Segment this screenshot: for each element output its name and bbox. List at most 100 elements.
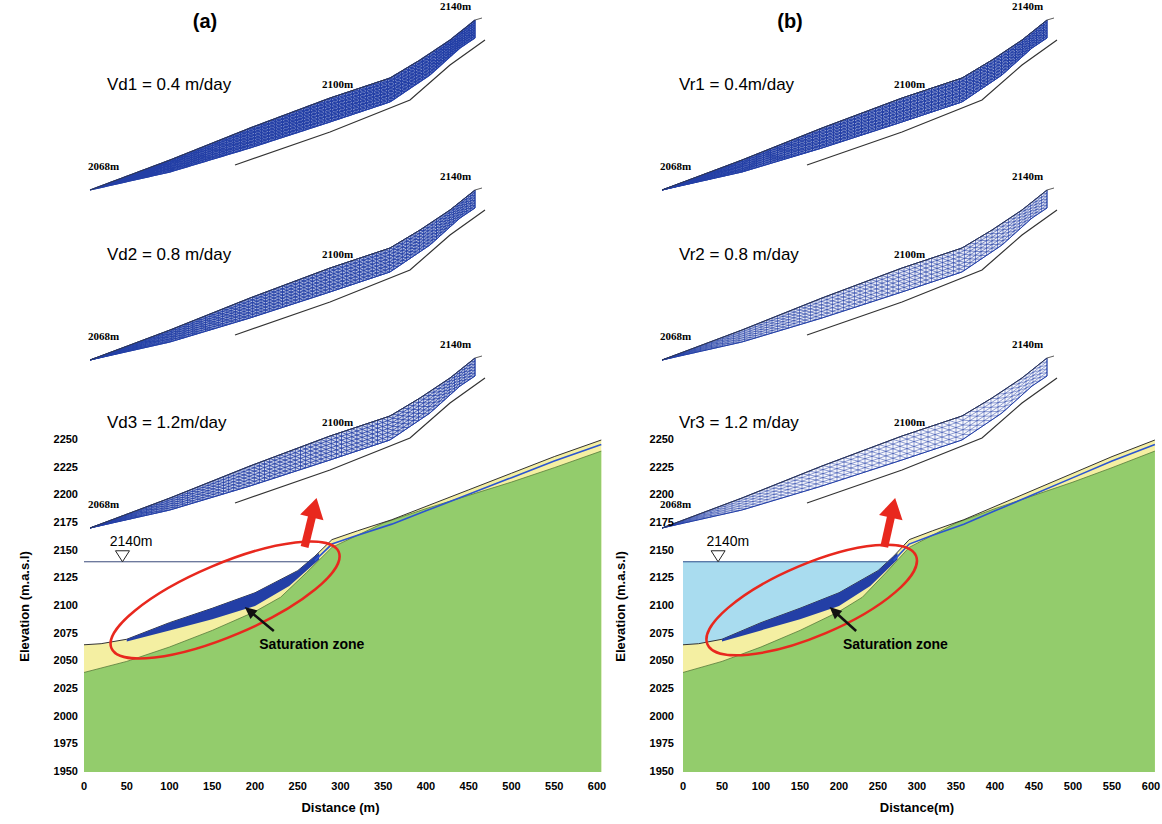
mesh-elements <box>662 190 1047 360</box>
x-tick-label: 350 <box>374 780 392 792</box>
mesh-plot <box>90 18 485 190</box>
elevation-label: 2140m <box>440 170 471 182</box>
y-tick-label: 1950 <box>650 765 674 777</box>
y-tick-label: 2025 <box>650 682 674 694</box>
y-tick-label: 2175 <box>54 516 78 528</box>
y-tick-label: 2075 <box>650 627 674 639</box>
slope-surface <box>90 188 482 360</box>
x-tick-label: 500 <box>502 780 520 792</box>
bedrock-line <box>807 210 1057 335</box>
x-tick-label: 0 <box>81 780 87 792</box>
bedrock-line <box>235 40 485 165</box>
x-tick-label: 550 <box>1103 780 1121 792</box>
ground-surface <box>84 440 601 645</box>
reservoir-water <box>683 562 887 645</box>
mesh-plot <box>662 356 1057 528</box>
bedrock-line <box>807 40 1057 165</box>
mesh-plot <box>662 18 1057 190</box>
mesh-elements <box>90 20 475 190</box>
x-tick-label: 500 <box>1064 780 1082 792</box>
slope-surface <box>662 18 1054 190</box>
x-tick-label: 400 <box>986 780 1004 792</box>
y-tick-label: 2250 <box>54 433 78 445</box>
mesh-plot <box>90 356 485 528</box>
y-tick-label: 2000 <box>650 710 674 722</box>
highlight-ellipse <box>693 523 930 678</box>
elevation-label: 2140m <box>440 338 471 350</box>
bedrock-line <box>807 378 1057 503</box>
slope-surface <box>662 188 1054 360</box>
y-axis-title: Elevation (m.a.s.l) <box>17 551 32 662</box>
x-tick-label: 150 <box>791 780 809 792</box>
x-axis-title: Distance (m) <box>301 800 379 815</box>
elevation-label: 2100m <box>894 416 925 428</box>
mesh-outline <box>662 190 1047 360</box>
x-tick-label: 150 <box>203 780 221 792</box>
mesh-elements <box>90 190 475 360</box>
y-tick-label: 2225 <box>54 461 78 473</box>
elevation-label: 2068m <box>88 498 119 510</box>
y-tick-label: 2125 <box>54 571 78 583</box>
elevation-label: 2068m <box>88 330 119 342</box>
y-tick-label: 2050 <box>54 654 78 666</box>
x-tick-label: 350 <box>947 780 965 792</box>
velocity-label: Vr2 = 0.8 m/day <box>679 245 799 265</box>
x-tick-label: 300 <box>331 780 349 792</box>
x-tick-label: 200 <box>246 780 264 792</box>
elevation-label: 2100m <box>322 416 353 428</box>
y-tick-label: 2050 <box>650 654 674 666</box>
mesh-elements <box>662 358 1047 528</box>
x-tick-label: 250 <box>289 780 307 792</box>
soil-layer <box>84 440 601 772</box>
mesh-plot <box>662 188 1057 360</box>
water-table <box>894 444 1155 560</box>
red-arrow-shaft <box>884 516 891 547</box>
x-tick-label: 450 <box>1025 780 1043 792</box>
slope-surface <box>662 356 1054 528</box>
x-tick-label: 200 <box>830 780 848 792</box>
x-tick-label: 250 <box>869 780 887 792</box>
x-tick-label: 50 <box>716 780 728 792</box>
pointer-arrow-head <box>830 607 843 619</box>
bedrock-line <box>235 210 485 335</box>
water-level-label: 2140m <box>110 533 153 549</box>
red-arrow-head <box>300 498 323 520</box>
y-tick-label: 1975 <box>650 737 674 749</box>
elevation-label: 2140m <box>1012 338 1043 350</box>
x-tick-label: 400 <box>417 780 435 792</box>
pointer-arrow-shaft <box>837 614 856 631</box>
elevation-label: 2100m <box>894 78 925 90</box>
red-arrow-head <box>879 498 902 520</box>
y-tick-label: 2150 <box>54 544 78 556</box>
y-tick-label: 1975 <box>54 737 78 749</box>
elevation-label: 2068m <box>88 160 119 172</box>
callout-label: Saturation zone <box>843 636 948 652</box>
callout-label: Saturation zone <box>259 636 364 652</box>
velocity-label: Vr3 = 1.2 m/day <box>679 413 799 433</box>
mesh-outline <box>662 20 1047 190</box>
x-axis-title: Distance(m) <box>880 800 954 815</box>
velocity-label: Vr1 = 0.4m/day <box>679 75 794 95</box>
velocity-label: Vd3 = 1.2m/day <box>107 413 227 433</box>
mesh-elements <box>662 20 1047 190</box>
y-tick-label: 2150 <box>650 544 674 556</box>
water-table <box>315 444 601 560</box>
y-tick-label: 2225 <box>650 461 674 473</box>
elevation-label: 2100m <box>894 248 925 260</box>
water-level-label: 2140m <box>706 533 749 549</box>
x-tick-label: 0 <box>680 780 686 792</box>
panel-label: (b) <box>777 10 803 33</box>
pointer-arrow-shaft <box>252 613 273 631</box>
red-arrow-shaft <box>305 515 313 547</box>
y-tick-label: 2025 <box>54 682 78 694</box>
water-level-line <box>683 561 887 562</box>
velocity-label: Vd2 = 0.8 m/day <box>107 245 231 265</box>
y-tick-label: 2250 <box>650 433 674 445</box>
bedrock <box>84 451 601 772</box>
mesh-outline <box>662 358 1047 528</box>
x-tick-label: 300 <box>908 780 926 792</box>
elevation-label: 2068m <box>660 160 691 172</box>
